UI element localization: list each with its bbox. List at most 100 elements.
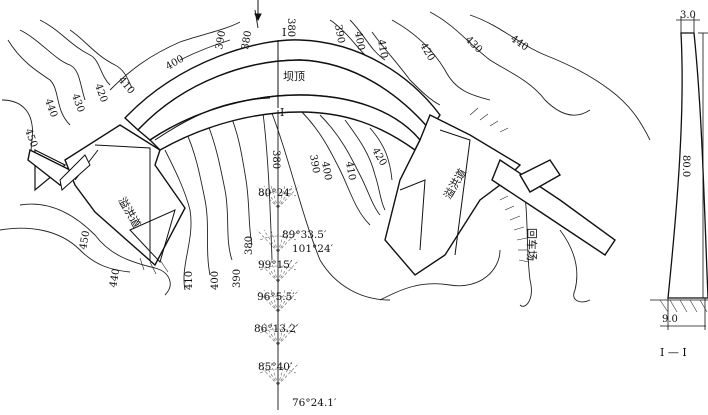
- contour-label-450-lower: 450: [78, 230, 92, 251]
- right-channel-inner: [439, 129, 471, 256]
- contour-380-lower: [227, 109, 253, 246]
- spillway-left-structure: [27, 124, 186, 267]
- contour-400-left: [109, 21, 241, 91]
- contour-420-left: [39, 19, 111, 86]
- angle-fan-ray: [256, 362, 279, 386]
- angle-label-8: 76°24.1′: [292, 397, 337, 409]
- angle-fan-ray: [263, 322, 279, 346]
- contour-label-410-lower: 410: [184, 271, 195, 290]
- contour-label-450: 450: [22, 127, 39, 149]
- contour-440-lower: [19, 203, 171, 296]
- contour-label-380-lower: 380: [244, 236, 255, 255]
- angle-fan-ray: [263, 289, 279, 313]
- angle-fan-ray: [256, 259, 279, 283]
- contour-label-410-a: 440: [42, 97, 59, 119]
- angle-fan-ray: [277, 185, 300, 209]
- contour-410-right-low: [344, 119, 386, 211]
- contour-430-right: [429, 11, 591, 116]
- contour-390-top: [179, 39, 231, 61]
- contour-label-390-top-b: 390: [332, 24, 346, 45]
- angle-fan-ray: [270, 259, 279, 283]
- contour-label-380-top-b: 380: [285, 18, 296, 37]
- section-mark-bottom: I: [280, 106, 284, 119]
- contour-410-lower: [164, 149, 192, 291]
- contour-440-right: [469, 14, 651, 141]
- angle-fan-ray: [256, 289, 279, 313]
- contour-label-420: 420: [92, 82, 109, 104]
- contour-400-lower: [184, 129, 211, 276]
- contour-label-390-lower: 390: [232, 269, 243, 288]
- angle-fan-ray: [277, 362, 300, 386]
- contour-400-right-low: [319, 114, 381, 216]
- contour-label-400-down: 400: [319, 161, 333, 182]
- angle-fan-ray: [277, 289, 300, 313]
- contour-label-380-top-a: 380: [240, 30, 254, 51]
- contour-label-400-lower: 400: [210, 271, 221, 290]
- angle-fan-ray: [270, 185, 279, 209]
- slope-hatching: [139, 107, 530, 275]
- contour-450-lower: [0, 227, 131, 273]
- angle-label-3: 101°24′: [292, 243, 334, 255]
- angle-fan-ray: [263, 259, 279, 283]
- contour-lines-left: [0, 9, 273, 296]
- contour-label-410-top: 410: [375, 39, 389, 60]
- contour-label-440-right: 440: [508, 33, 530, 53]
- contour-label-440-lower: 440: [108, 268, 122, 289]
- left-spillway-channel: [64, 124, 186, 267]
- right-spillway-channel: [384, 114, 522, 276]
- left-approach-wall: [27, 148, 72, 187]
- contour-420-right: [391, 19, 491, 101]
- angle-fan-ray: [270, 229, 279, 253]
- contour-390-lower: [204, 117, 233, 261]
- angle-fan-ray: [256, 229, 279, 253]
- dam-chord-line: [154, 97, 271, 141]
- angle-fan-ray: [270, 362, 279, 386]
- contour-390-right-low: [299, 109, 371, 226]
- turnaround-label: 回车场: [525, 228, 539, 261]
- angle-fan-ray: [277, 289, 286, 313]
- angle-fan-ray: [256, 322, 279, 346]
- contour-label-400-top: 400: [352, 31, 366, 52]
- angle-fan-ray: [270, 322, 279, 346]
- right-gate-block: [519, 159, 561, 193]
- angle-fan-ray: [277, 322, 286, 346]
- angle-fan-ray: [277, 322, 300, 346]
- contour-label-390-top: 390: [214, 30, 228, 51]
- angle-fan-ray: [277, 185, 293, 209]
- contour-370-lower: [261, 104, 273, 261]
- contour-410-left: [69, 29, 133, 89]
- section-base-width: 9.0: [662, 314, 678, 325]
- section-top-width: 3.0: [680, 10, 696, 21]
- left-channel-end: [129, 209, 176, 263]
- contour-label-410-down: 410: [343, 161, 357, 182]
- right-approach-road: [491, 158, 616, 256]
- contour-400-right-top: [349, 19, 386, 61]
- angle-label-6: 86°13.2′: [254, 323, 299, 335]
- angle-fan-ray: [277, 362, 293, 386]
- left-channel-inner: [94, 144, 151, 260]
- section-profile: [667, 32, 708, 299]
- contour-380-right-low: [269, 107, 391, 301]
- section-height: 80.0: [680, 155, 691, 177]
- contour-410-right: [371, 31, 441, 106]
- angle-fan-ray: [277, 229, 293, 253]
- angle-fan-ray: [277, 289, 293, 313]
- crest-label: 坝顶: [283, 69, 305, 83]
- contour-far-right: [559, 229, 591, 303]
- section-mark-top: I: [282, 26, 286, 39]
- angle-fan-ray: [256, 185, 279, 209]
- contour-label-410: 410: [116, 75, 137, 97]
- contour-390-right-top: [329, 19, 366, 56]
- ground-hatch: [659, 299, 708, 313]
- contour-label-380-down: 380: [270, 150, 281, 169]
- section-title: I — I: [660, 346, 687, 359]
- angle-fan-ray: [277, 229, 300, 253]
- contour-440-left: [7, 39, 71, 126]
- angle-fan-ray: [263, 362, 279, 386]
- angle-fan-ray: [277, 259, 293, 283]
- contour-label-420-right: 420: [417, 41, 436, 63]
- dam-arch: [124, 39, 441, 152]
- contour-lines-right: [269, 11, 651, 307]
- angle-fan-ray: [277, 185, 286, 209]
